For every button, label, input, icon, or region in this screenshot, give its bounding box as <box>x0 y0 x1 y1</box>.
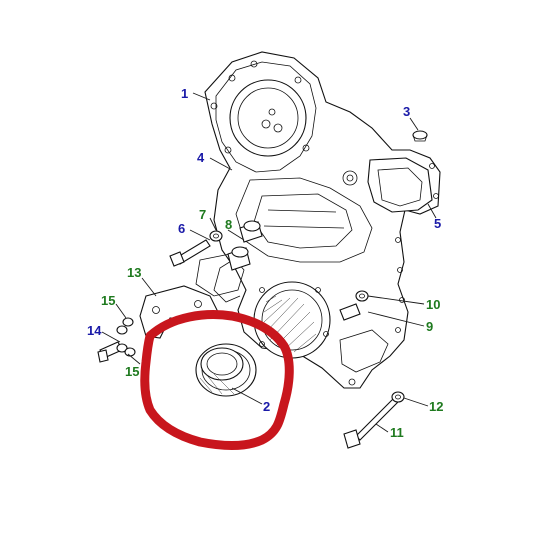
highlight-loop <box>140 310 294 450</box>
callout-10: 10 <box>426 297 440 312</box>
bolt-6 <box>169 239 211 267</box>
callouts: 1 2 3 4 5 6 7 8 9 10 11 12 13 14 15 15 <box>87 86 443 440</box>
bolt-11 <box>343 397 399 449</box>
callout-15-lower: 15 <box>125 364 139 379</box>
bolt-9-washer-10 <box>339 290 369 321</box>
washer-7 <box>209 230 223 242</box>
dowel-studs <box>227 220 263 271</box>
callout-4: 4 <box>197 150 205 165</box>
callout-6: 6 <box>178 221 185 236</box>
crankshaft-oil-seal <box>195 343 257 397</box>
callout-9: 9 <box>426 319 433 334</box>
callout-2: 2 <box>263 399 270 414</box>
dowel-3 <box>412 130 428 142</box>
callout-3: 3 <box>403 104 410 119</box>
callout-11: 11 <box>390 425 404 440</box>
fasteners-14-15 <box>97 317 136 363</box>
callout-12: 12 <box>429 399 443 414</box>
callout-13: 13 <box>127 265 141 280</box>
leader-lines <box>101 92 437 433</box>
timing-cover-housing <box>195 51 441 389</box>
callout-14: 14 <box>87 323 102 338</box>
callout-15-upper: 15 <box>101 293 115 308</box>
callout-8: 8 <box>225 217 232 232</box>
callout-7: 7 <box>199 207 206 222</box>
washer-12 <box>391 391 405 403</box>
callout-5: 5 <box>434 216 441 231</box>
callout-1: 1 <box>181 86 188 101</box>
